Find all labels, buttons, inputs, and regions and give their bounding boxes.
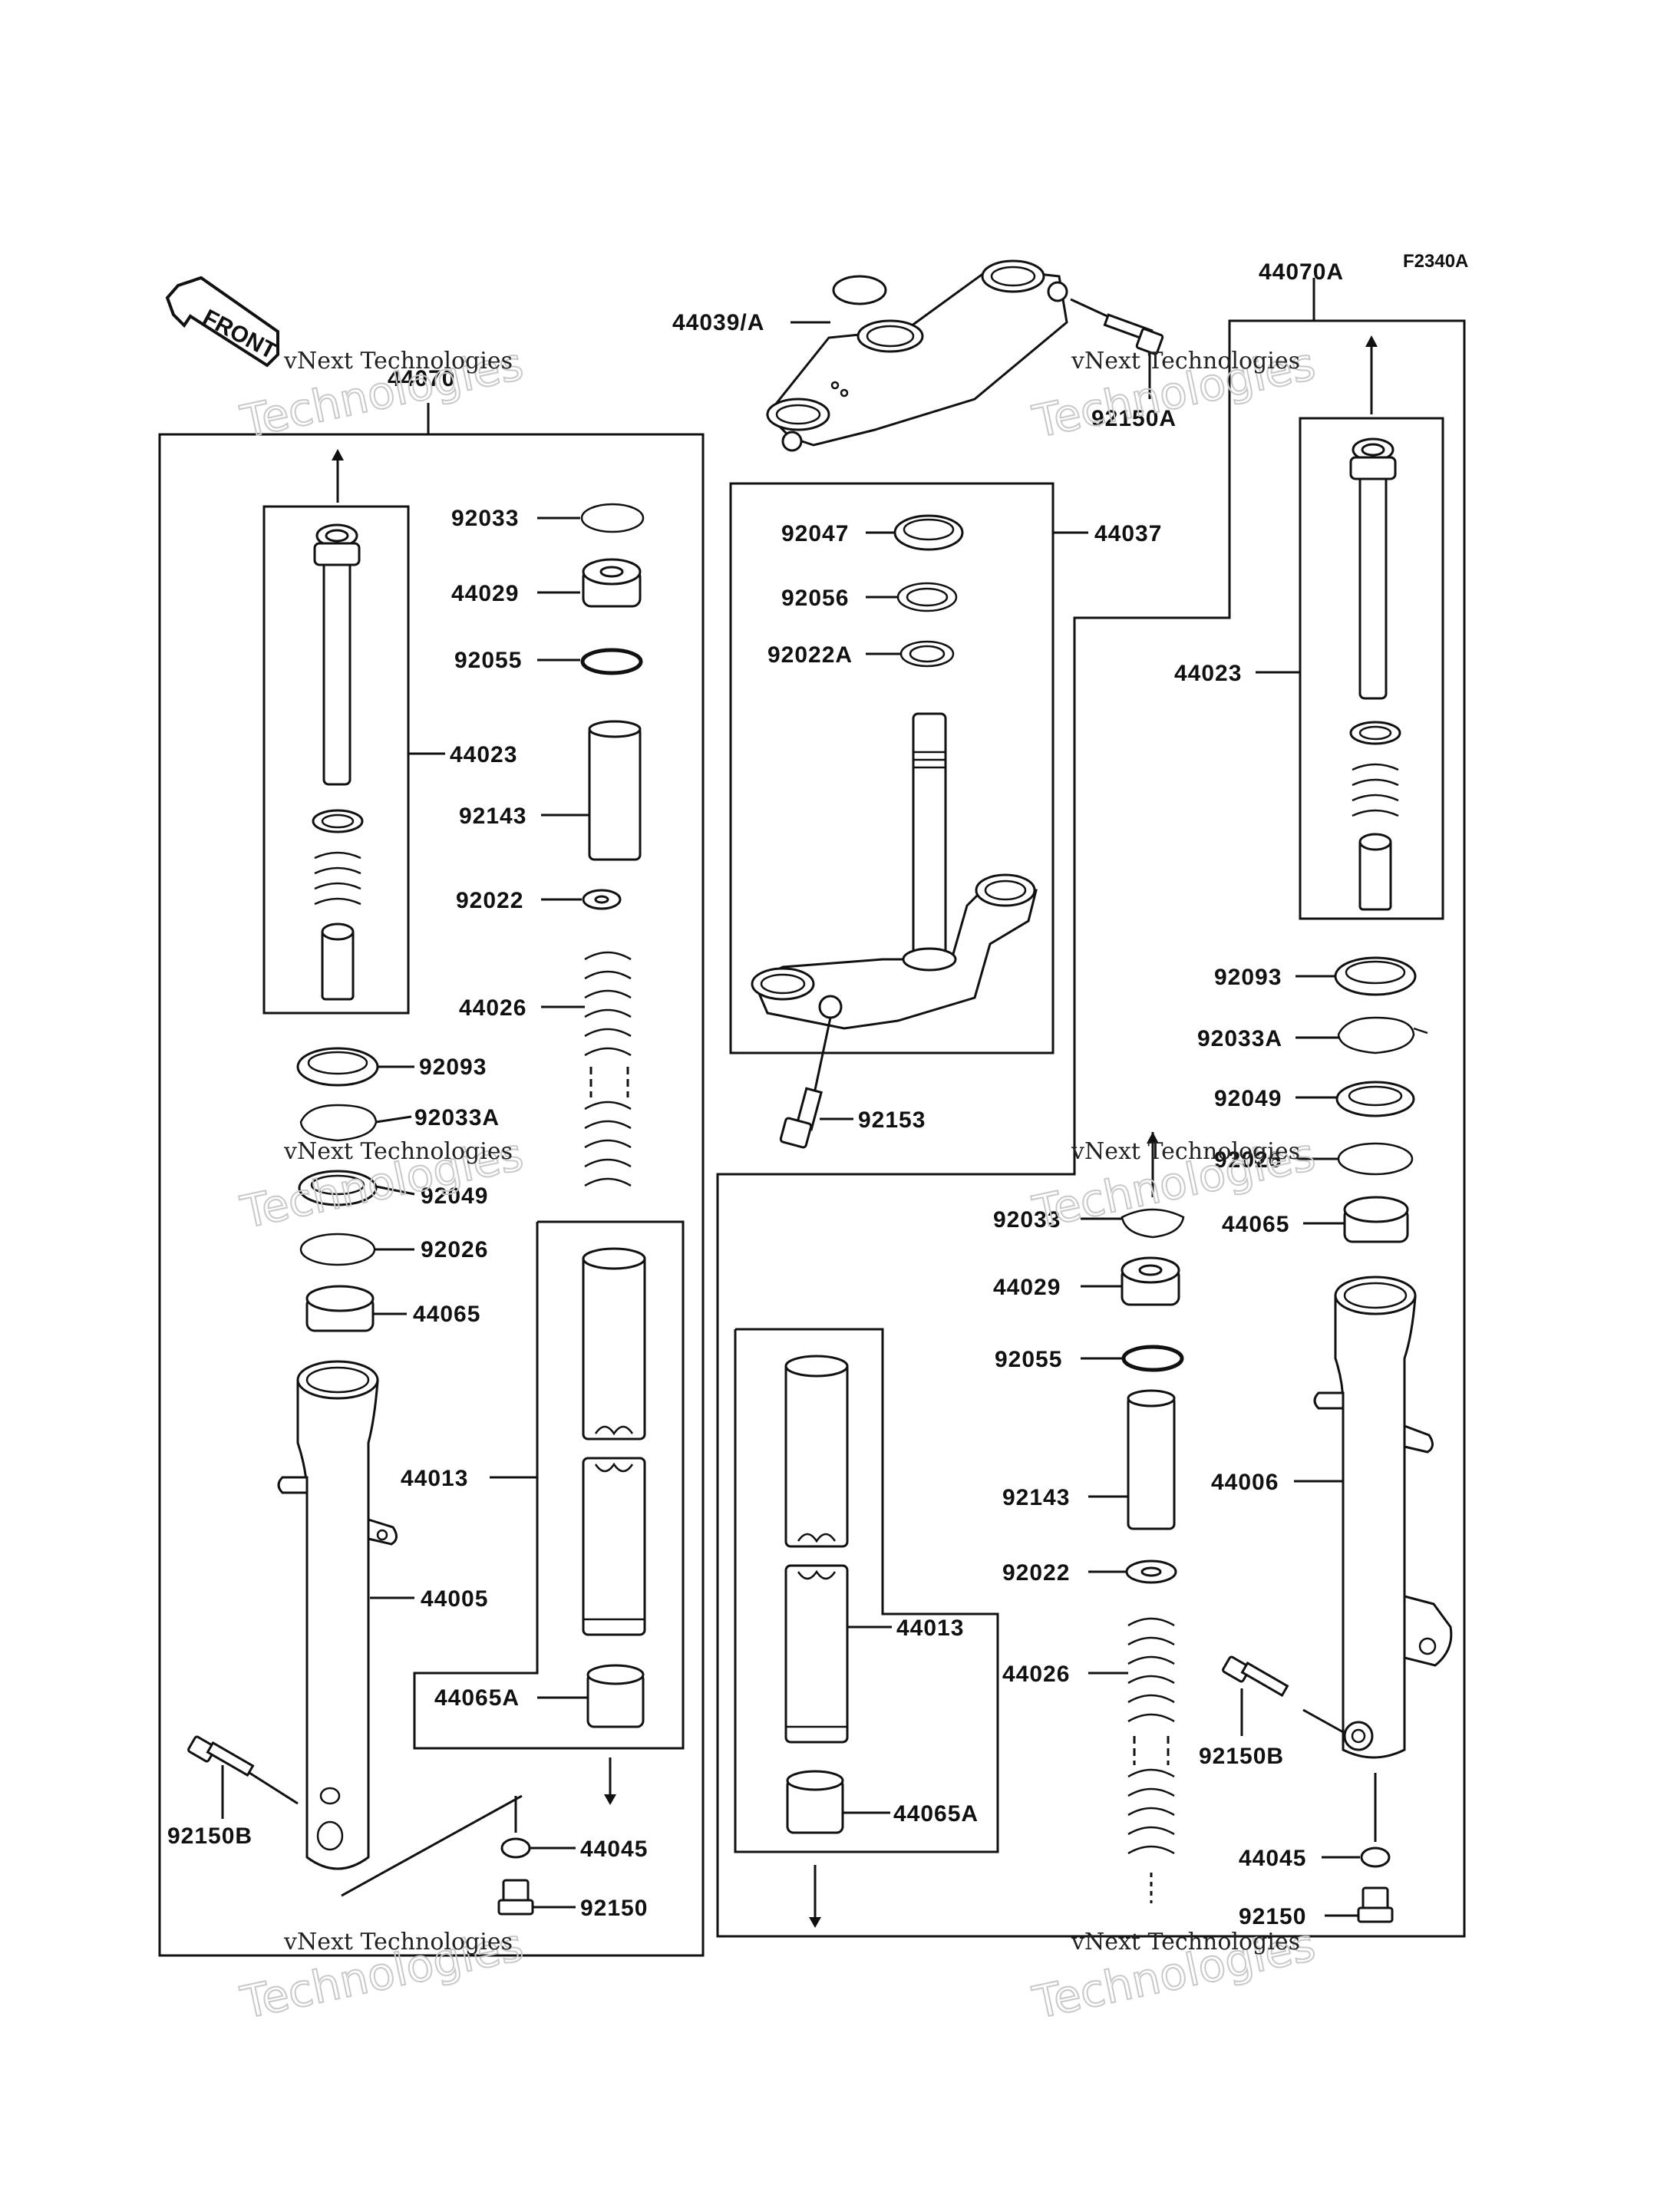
left-drain-bolt — [497, 1796, 534, 1916]
watermark-bottom-right: Technologies vNext Technologies — [1028, 1918, 1321, 2030]
label-92022A: 92022A — [767, 642, 853, 668]
watermark-bottom-left: Technologies vNext Technologies — [236, 1918, 529, 2030]
right-assembly-label: 44070A — [1259, 259, 1344, 285]
label-44029-right: 44029 — [993, 1275, 1061, 1300]
label-44045-right: 44045 — [1239, 1846, 1306, 1871]
label-92026: 92026 — [421, 1237, 488, 1262]
upper-bracket — [765, 259, 1068, 452]
right-outer-tube — [1302, 1276, 1453, 1759]
label-92143: 92143 — [459, 804, 526, 829]
front-arrow-icon: FRONT — [165, 276, 280, 368]
label-44065: 44065 — [413, 1302, 480, 1327]
left-axle-bolt — [187, 1735, 255, 1777]
label-44065A: 44065A — [434, 1685, 520, 1711]
label-92033: 92033 — [451, 506, 519, 531]
label-92022-right: 92022 — [1002, 1560, 1070, 1586]
pinch-bolt-upper — [1070, 298, 1164, 399]
label-44065A-right: 44065A — [893, 1801, 979, 1827]
svg-text:vNext Technologies: vNext Technologies — [1071, 1138, 1300, 1165]
label-44013-right: 44013 — [896, 1615, 964, 1641]
label-92047: 92047 — [781, 521, 849, 546]
svg-text:vNext Technologies: vNext Technologies — [283, 348, 513, 375]
right-seal-stack — [1334, 956, 1428, 1243]
label-92026-right: 92026 — [1214, 1147, 1282, 1173]
watermark-top-right: Technologies vNext Technologies — [1028, 337, 1321, 449]
label-92150B-right: 92150B — [1199, 1744, 1284, 1769]
label-92150: 92150 — [580, 1896, 648, 1921]
label-92150-right: 92150 — [1239, 1904, 1306, 1929]
label-92055-right: 92055 — [995, 1347, 1062, 1372]
label-92093: 92093 — [419, 1054, 487, 1080]
label-44045: 44045 — [580, 1837, 648, 1862]
label-44023-right: 44023 — [1174, 661, 1242, 686]
svg-text:vNext Technologies: vNext Technologies — [1071, 348, 1300, 375]
label-44026-right: 44026 — [1002, 1662, 1070, 1687]
left-spring-column — [580, 503, 645, 1187]
svg-text:vNext Technologies: vNext Technologies — [283, 1138, 513, 1165]
label-92055: 92055 — [454, 648, 522, 673]
label-44029: 44029 — [451, 581, 519, 606]
label-44037: 44037 — [1094, 521, 1162, 546]
label-92033A-right: 92033A — [1197, 1026, 1282, 1051]
stem-pinch-bolt — [779, 1087, 823, 1149]
label-44023: 44023 — [450, 742, 517, 767]
label-44039: 44039/A — [672, 310, 764, 335]
label-92049: 92049 — [421, 1183, 488, 1209]
left-outer-tube — [249, 1360, 398, 1870]
label-44026: 44026 — [459, 995, 526, 1021]
label-92150A: 92150A — [1091, 406, 1177, 431]
svg-text:vNext Technologies: vNext Technologies — [283, 1929, 513, 1955]
label-44005: 44005 — [421, 1586, 488, 1612]
left-seal-stack — [296, 1047, 379, 1332]
label-44006: 44006 — [1211, 1470, 1279, 1495]
steering-stem-box — [729, 482, 1088, 1091]
label-44013: 44013 — [401, 1466, 468, 1491]
figure-code: F2340A — [1403, 251, 1468, 272]
label-92033-right: 92033 — [993, 1207, 1061, 1233]
left-inner-tube-box — [341, 1220, 685, 1897]
left-fork-assembly: 44070 — [158, 366, 705, 1957]
label-92093-right: 92093 — [1214, 965, 1282, 990]
label-44065-right: 44065 — [1222, 1212, 1289, 1237]
svg-text:vNext Technologies: vNext Technologies — [1071, 1929, 1300, 1955]
left-assembly-label: 44070 — [388, 366, 455, 391]
right-spring-column — [1121, 1132, 1185, 1903]
label-92056: 92056 — [781, 586, 849, 611]
watermark-top-left: Technologies vNext Technologies — [236, 337, 529, 449]
label-92150B: 92150B — [167, 1823, 252, 1849]
label-92033A: 92033A — [414, 1105, 500, 1130]
watermark-mid-left: Technologies vNext Technologies — [236, 1127, 529, 1239]
label-92153: 92153 — [858, 1107, 926, 1133]
label-92143-right: 92143 — [1002, 1485, 1070, 1510]
right-axle-bolt — [1222, 1655, 1289, 1698]
label-92022: 92022 — [456, 888, 523, 913]
right-inner-tube-box — [734, 1328, 999, 1928]
right-fork-assembly: 44070A — [716, 259, 1466, 1938]
label-92049-right: 92049 — [1214, 1086, 1282, 1111]
right-drain-bolt — [1357, 1773, 1394, 1923]
leader-lines — [221, 321, 1360, 1917]
